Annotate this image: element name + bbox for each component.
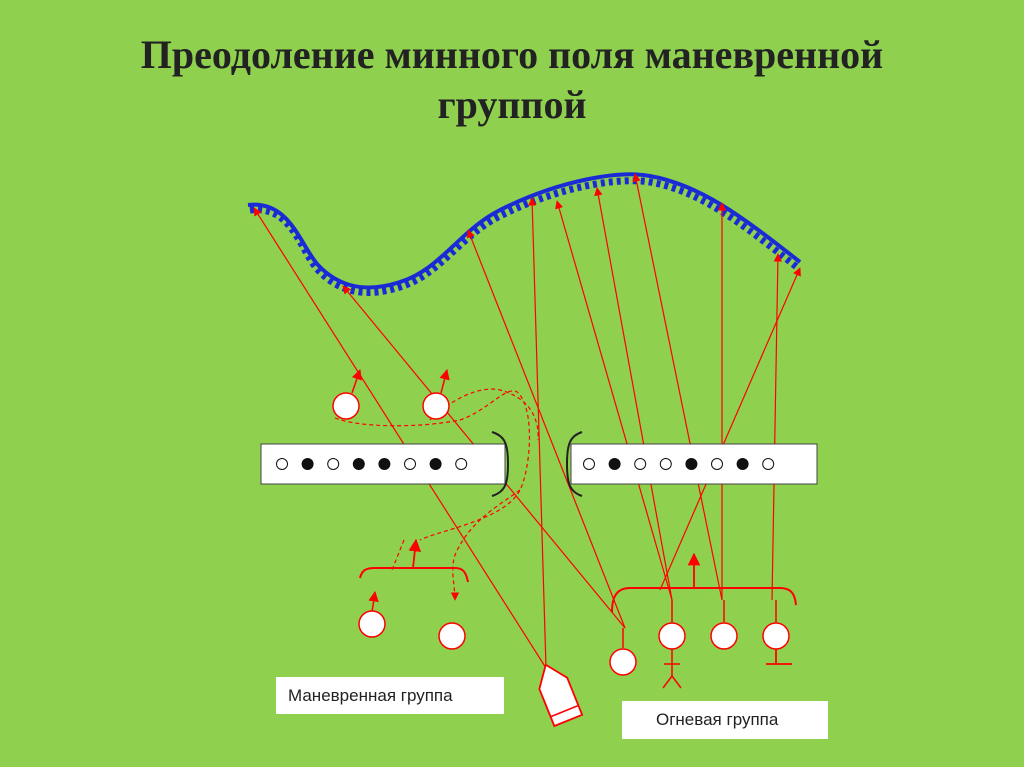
mine-filled xyxy=(685,458,698,470)
mines-right xyxy=(583,458,775,470)
attack-arrow xyxy=(253,207,547,669)
mine-filled xyxy=(608,458,621,470)
maneuver-unit-marker xyxy=(358,610,386,638)
mine-empty xyxy=(455,458,468,470)
mines-left xyxy=(276,458,468,470)
fire-group xyxy=(609,552,797,689)
mine-empty xyxy=(762,458,775,470)
attack-arrow xyxy=(659,267,801,591)
attack-arrow xyxy=(555,200,673,601)
maneuver-unit-marker xyxy=(438,622,466,650)
legend-fire-label: Огневая группа xyxy=(656,710,779,729)
mine-empty xyxy=(634,458,647,470)
fire-unit-marker xyxy=(710,622,738,650)
mine-filled xyxy=(301,458,314,470)
gun-symbol-icon xyxy=(766,649,792,665)
title-line-2: группой xyxy=(437,82,587,127)
mine-empty xyxy=(659,458,672,470)
fire-group-bracket xyxy=(611,587,797,613)
mine-filled xyxy=(736,458,749,470)
fire-unit-marker xyxy=(658,622,686,650)
legend-maneuver-group: Маневренная группа xyxy=(276,677,504,714)
mine-filled xyxy=(378,458,391,470)
attack-directions xyxy=(253,173,801,669)
fire-unit-marker xyxy=(762,622,790,650)
gap-bracket-right xyxy=(565,431,583,497)
scout-marker xyxy=(332,392,360,420)
mine-filled xyxy=(352,458,365,470)
slide-title: Преодоление минного поля маневренной гру… xyxy=(0,30,1024,130)
attack-arrow xyxy=(466,229,626,629)
legend-fire-group: Огневая группа xyxy=(622,701,828,739)
legend-maneuver-label: Маневренная группа xyxy=(288,685,453,705)
mine-empty xyxy=(404,458,416,470)
mine-empty xyxy=(327,458,340,470)
forward-scouts xyxy=(332,368,450,420)
fire-unit-marker xyxy=(609,648,637,676)
attack-arrow xyxy=(528,197,547,669)
mortar-symbol-icon xyxy=(662,649,682,689)
maneuver-group-bracket xyxy=(359,567,469,583)
title-line-1: Преодоление минного поля маневренной xyxy=(140,32,884,77)
mine-empty xyxy=(711,458,723,470)
armored-vehicle-icon xyxy=(538,663,584,728)
enemy-front-line xyxy=(247,172,802,296)
mine-filled xyxy=(429,458,442,470)
attack-arrow xyxy=(632,173,723,601)
minefield xyxy=(260,431,818,497)
attack-arrow xyxy=(594,187,673,601)
attack-arrow xyxy=(771,253,783,601)
maneuver-group xyxy=(358,538,469,650)
mine-empty xyxy=(276,458,288,470)
mine-empty xyxy=(583,458,595,470)
gap-bracket-left xyxy=(491,431,510,497)
scout-marker xyxy=(422,392,450,420)
